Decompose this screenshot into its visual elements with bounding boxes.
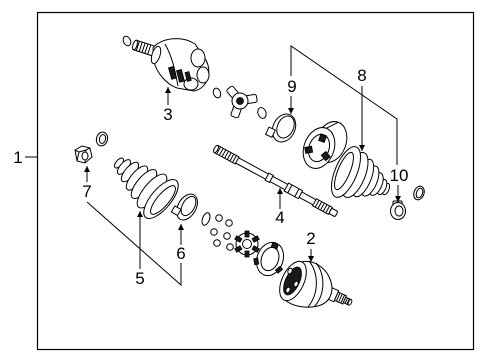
housing-lobe (196, 66, 210, 84)
housing-lobe (190, 48, 206, 68)
inner-race (234, 230, 260, 258)
part-5-boot (114, 157, 179, 219)
shaft-damper (283, 182, 304, 200)
joint-ball (226, 243, 234, 251)
bracket-line-7-6 (86, 201, 182, 287)
bracket-line-9-10 (290, 45, 398, 165)
spider-ring-right (257, 107, 267, 119)
part-8-boot (331, 146, 391, 199)
part-7-nut (74, 145, 93, 164)
end-seal-ring (413, 185, 425, 201)
callout-7: 7 (82, 182, 91, 201)
joint-ball (225, 219, 233, 227)
joint-housing-ring (302, 121, 348, 169)
joint-ball (215, 214, 223, 222)
boot-opening (150, 185, 176, 215)
ball-cage (253, 241, 285, 277)
shaft-end (328, 208, 338, 217)
part-10-small-clamp (390, 200, 406, 220)
callout-10: 10 (390, 166, 409, 185)
housing-neck (150, 45, 162, 65)
cage-window (270, 242, 279, 250)
part-9-clamp (264, 113, 297, 143)
housing-window (184, 71, 192, 82)
diagram-frame (36, 11, 475, 351)
shaft-collar (264, 172, 274, 184)
tripod-spider (226, 85, 258, 119)
callout-9: 9 (287, 77, 296, 96)
cage-window (274, 265, 284, 274)
callout-6: 6 (176, 244, 185, 263)
snap-ring (201, 212, 211, 226)
part-6-clamp (170, 193, 198, 221)
nut-bore (81, 151, 89, 161)
stub-snap-ring (122, 35, 132, 47)
housing-window (176, 68, 185, 83)
callout-1: 1 (13, 148, 22, 167)
callout-5: 5 (135, 269, 144, 288)
part-4-shaft (213, 144, 338, 218)
joint-ball (210, 228, 218, 236)
ring-grooves (304, 133, 331, 162)
callout-8: 8 (357, 66, 366, 85)
spider-ring-left (212, 87, 222, 99)
washer-ring (95, 131, 109, 147)
part-3-housing (122, 35, 210, 92)
joint-ball (213, 239, 221, 247)
part-2-outer-joint (279, 260, 353, 308)
housing-window (168, 65, 177, 80)
clamp-tab (170, 205, 182, 217)
callout-3: 3 (163, 105, 172, 124)
callout-4: 4 (275, 208, 284, 227)
stub-splines (135, 41, 152, 55)
callout-2: 2 (306, 229, 315, 248)
boot-opening (334, 151, 354, 191)
stub-shaft (132, 39, 157, 57)
clamp-tab (264, 126, 276, 138)
race-bore (242, 239, 252, 249)
spider-bore (236, 97, 244, 105)
joint-ball (223, 232, 231, 240)
joint-balls (210, 214, 234, 251)
cage-window (253, 257, 260, 266)
